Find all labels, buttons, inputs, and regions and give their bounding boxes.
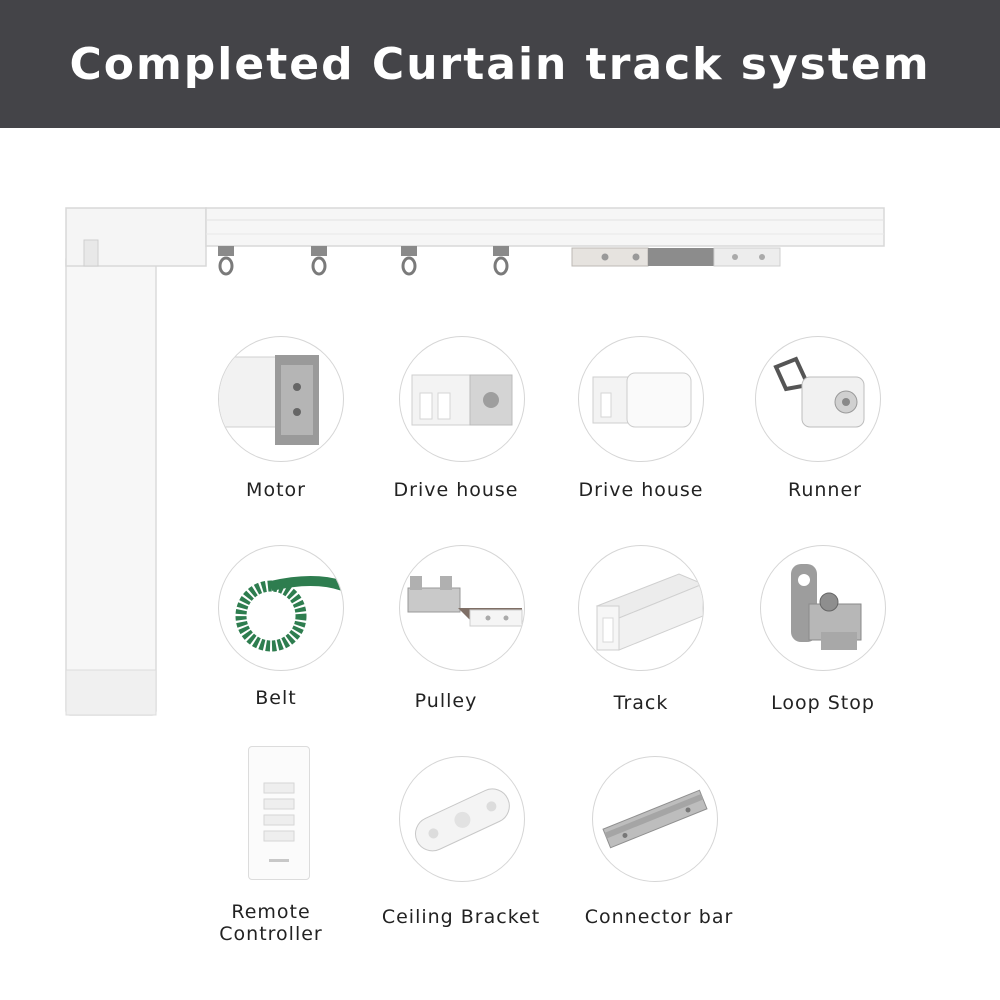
motor-column [65, 254, 157, 716]
drive-house-cap-icon [592, 372, 692, 428]
loop-stop-label: Loop Stop [771, 692, 875, 714]
rail [205, 207, 885, 247]
connector-bar-icon [602, 789, 708, 849]
loop-stop-icon [791, 564, 862, 650]
connector-bar-label: Connector bar [584, 906, 734, 928]
drive-house-cap-label: Drive house [578, 479, 704, 501]
track-icon [595, 573, 703, 651]
drive-house-thumbnail [399, 336, 525, 462]
pulley-icon [407, 576, 523, 627]
remote-controller-icon [263, 782, 295, 862]
drive-house-cap-thumbnail [578, 336, 704, 462]
motor-label: Motor [246, 479, 306, 501]
drive-house-label: Drive house [393, 479, 519, 501]
runner-label: Runner [788, 479, 862, 501]
remote-controller-image [248, 746, 310, 880]
belt-label: Belt [255, 687, 297, 709]
runner-thumbnail [755, 336, 881, 462]
pulley-label: Pulley [414, 690, 478, 712]
ceiling-bracket-thumbnail [399, 756, 525, 882]
pulley-thumbnail [399, 545, 525, 671]
header-banner: Completed Curtain track system [0, 0, 1000, 128]
drive-house-icon [411, 374, 513, 426]
motor-thumbnail [218, 336, 344, 462]
motor-icon [219, 355, 319, 445]
runner-hooks [218, 246, 509, 276]
belt-thumbnail [218, 545, 344, 671]
runner-icon [773, 356, 865, 428]
connector-bar-thumbnail [592, 756, 718, 882]
assembled-track-illustration [65, 207, 885, 716]
remote-controller-label: Remote Controller [219, 901, 323, 945]
track-label: Track [613, 692, 669, 714]
ceiling-bracket-icon [415, 788, 510, 852]
ceiling-bracket-label: Ceiling Bracket [381, 906, 541, 928]
loop-stop-thumbnail [760, 545, 886, 671]
belt-icon [235, 576, 343, 652]
track-thumbnail [578, 545, 704, 671]
page-title: Completed Curtain track system [69, 38, 931, 90]
